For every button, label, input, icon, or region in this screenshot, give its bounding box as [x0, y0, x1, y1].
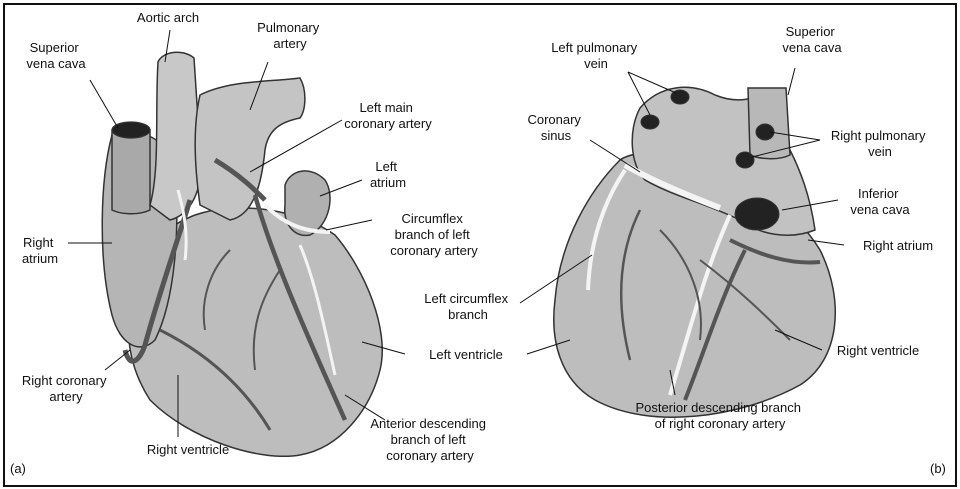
label-left-circumflex-branch: Left circumflex branch	[424, 291, 511, 322]
label-pulmonary-artery-line-1: Pulmonary	[257, 20, 320, 35]
label-svc-b-line-2: vena cava	[782, 40, 842, 55]
label-ad-line-3: coronary artery	[386, 448, 474, 463]
panel-b-left-pulmonary-vein-opening-2	[641, 115, 659, 129]
label-right-pulmonary-vein: Right pulmonary vein	[831, 128, 929, 159]
label-right-coronary-artery: Right coronary artery	[22, 373, 110, 404]
label-pd-line-1: Posterior descending branch	[635, 400, 801, 415]
label-lcb-line-2: branch	[448, 307, 488, 322]
label-left-atrium-line-2: atrium	[370, 175, 406, 190]
label-left-atrium-line-1: Left	[375, 159, 397, 174]
label-lpv-line-2: vein	[584, 56, 608, 71]
label-right-ventricle-b: Right ventricle	[837, 343, 919, 358]
label-right-ventricle-a: Right ventricle	[147, 442, 229, 457]
label-ad-line-2: branch of left	[391, 432, 467, 447]
leader-circumflex	[326, 220, 372, 230]
leader-superior-vena-cava-a	[90, 80, 118, 128]
label-lmca-line-2: coronary artery	[344, 116, 432, 131]
label-left-atrium-a: Left atrium	[370, 159, 406, 190]
label-ivc-line-1: Inferior	[858, 186, 899, 201]
label-circumflex-line-3: coronary artery	[390, 243, 478, 258]
label-left-main-coronary-artery: Left main coronary artery	[344, 100, 432, 131]
label-lcb-line-1: Left circumflex	[424, 291, 508, 306]
panel-b-heart	[554, 87, 835, 417]
label-panel-b-tag: (b)	[930, 461, 946, 476]
label-anterior-descending: Anterior descending branch of left coron…	[370, 416, 489, 463]
label-lmca-line-1: Left main	[359, 100, 412, 115]
label-pd-line-2: of right coronary artery	[655, 416, 786, 431]
panel-a-superior-vena-cava	[112, 130, 150, 214]
label-cs-line-2: sinus	[541, 128, 572, 143]
label-left-ventricle: Left ventricle	[429, 347, 503, 362]
panel-a-aortic-arch	[150, 52, 201, 220]
label-ad-line-1: Anterior descending	[370, 416, 486, 431]
label-inferior-vena-cava: Inferior vena cava	[850, 186, 910, 217]
label-lpv-line-1: Left pulmonary	[551, 40, 637, 55]
label-svc-a-line-1: Superior	[30, 40, 80, 55]
label-right-atrium-a-line-2: atrium	[22, 251, 58, 266]
label-right-atrium-a: Right atrium	[22, 235, 58, 266]
leader-right-coronary	[105, 350, 130, 370]
label-rca-line-2: artery	[49, 389, 83, 404]
label-svc-a-line-2: vena cava	[26, 56, 86, 71]
label-posterior-descending: Posterior descending branch of right cor…	[635, 400, 804, 431]
label-pulmonary-artery-line-2: artery	[273, 36, 307, 51]
label-right-atrium-a-line-1: Right	[23, 235, 54, 250]
label-circumflex-line-1: Circumflex	[401, 211, 463, 226]
label-circumflex-line-2: branch of left	[395, 227, 471, 242]
label-rpv-line-2: vein	[868, 144, 892, 159]
label-panel-a-tag: (a)	[10, 461, 26, 476]
panel-b-right-pulmonary-vein-opening-2	[736, 152, 754, 168]
panel-b-inferior-vena-cava-opening	[735, 198, 779, 230]
leader-superior-vena-cava-b	[788, 68, 795, 95]
label-left-pulmonary-vein: Left pulmonary vein	[551, 40, 641, 71]
label-aortic-arch: Aortic arch	[137, 10, 199, 25]
label-superior-vena-cava-b: Superior vena cava	[782, 24, 842, 55]
label-pulmonary-artery: Pulmonary artery	[257, 20, 323, 51]
label-rpv-line-1: Right pulmonary	[831, 128, 926, 143]
label-svc-b-line-1: Superior	[786, 24, 836, 39]
label-cs-line-1: Coronary	[527, 112, 581, 127]
label-right-atrium-b: Right atrium	[863, 238, 933, 253]
panel-a-svc-opening	[112, 122, 150, 138]
label-circumflex-branch: Circumflex branch of left coronary arter…	[390, 211, 478, 258]
panel-b-superior-vena-cava	[748, 88, 790, 159]
label-coronary-sinus: Coronary sinus	[527, 112, 584, 143]
label-ivc-line-2: vena cava	[850, 202, 910, 217]
label-superior-vena-cava-a: Superior vena cava	[26, 40, 86, 71]
panel-a-heart	[102, 52, 382, 456]
label-rca-line-1: Right coronary	[22, 373, 107, 388]
leader-left-pulmonary-vein-2	[628, 72, 676, 93]
